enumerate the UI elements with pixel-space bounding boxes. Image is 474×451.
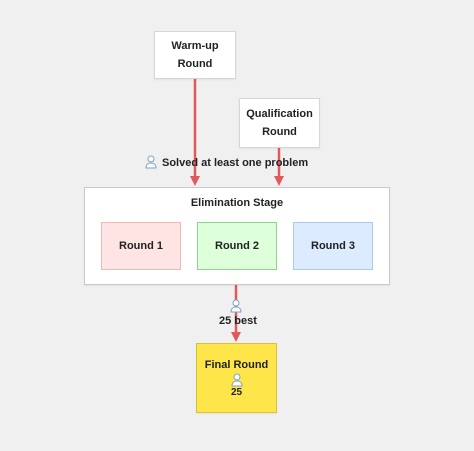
round-3-node: Round 3 [293, 222, 373, 270]
round-2-node: Round 2 [197, 222, 277, 270]
best-condition-label: 25 best [219, 315, 257, 327]
final-round-title: Final Round [204, 359, 269, 371]
elimination-stage-container: Elimination Stage Round 1 Round 2 Round … [84, 187, 390, 285]
final-round-count: 25 [230, 387, 243, 398]
final-round-node: Final Round 25 [196, 343, 277, 413]
person-icon [144, 155, 158, 169]
round-1-node: Round 1 [101, 222, 181, 270]
qualification-round-node: Qualification Round [239, 98, 320, 148]
solved-condition-label: Solved at least one problem [162, 157, 309, 169]
person-icon [230, 373, 243, 387]
warmup-round-node: Warm-up Round [154, 31, 236, 79]
person-icon [229, 299, 243, 313]
elimination-stage-title: Elimination Stage [190, 197, 284, 209]
